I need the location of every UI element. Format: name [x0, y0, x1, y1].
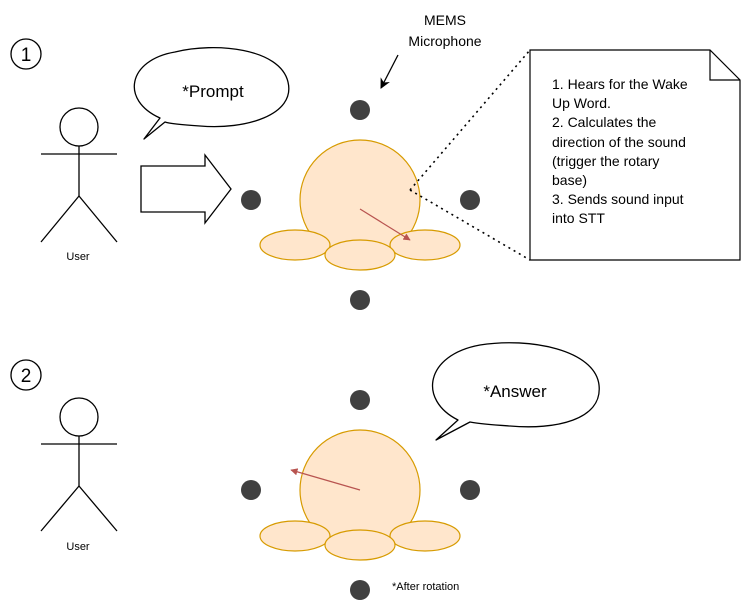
note-line-2: Up Word.	[552, 95, 611, 111]
scene-2: 2 User *Answer *After rotation	[10, 342, 600, 600]
user-figure-1	[40, 107, 118, 243]
step-2-number: 2	[21, 366, 32, 387]
input-block-arrow	[140, 153, 232, 225]
mic-pointer-arrow	[380, 54, 399, 89]
note-line-4: direction of the sound	[552, 134, 686, 150]
mic-dot-bottom-1	[350, 290, 370, 310]
prompt-bubble: *Prompt	[133, 47, 290, 140]
mic-label-line2: Microphone	[408, 33, 481, 49]
note-line-5: (trigger the rotary	[552, 153, 659, 169]
note-line-7: 3. Sends sound input	[552, 191, 684, 207]
sound-direction-arrow-1	[359, 208, 411, 241]
mic-dot-bottom-2	[350, 580, 370, 600]
scene-1: 1 User *Prompt MEMS Microphone	[10, 12, 741, 310]
note-line-1: 1. Hears for the Wake	[552, 76, 688, 92]
user-label-1: User	[66, 251, 90, 263]
sound-direction-arrow-2	[290, 468, 361, 491]
callout-line-bottom	[409, 189, 531, 261]
note-line-3: 2. Calculates the	[552, 114, 656, 130]
mic-label-line1: MEMS	[424, 12, 466, 28]
mic-dot-right-1	[460, 190, 480, 210]
answer-bubble: *Answer	[432, 342, 600, 441]
prompt-bubble-text: *Prompt	[182, 82, 244, 101]
mic-dot-top-1	[350, 100, 370, 120]
mic-dot-left-2	[241, 480, 261, 500]
callout-line-top	[409, 49, 531, 191]
step-1-number: 1	[21, 45, 32, 66]
mic-dot-right-2	[460, 480, 480, 500]
after-rotation-note: *After rotation	[392, 581, 459, 593]
mic-dot-top-2	[350, 390, 370, 410]
mic-dot-left-1	[241, 190, 261, 210]
note-line-6: base)	[552, 172, 587, 188]
process-note: 1. Hears for the Wake Up Word. 2. Calcul…	[529, 49, 741, 261]
device-body-2	[259, 429, 461, 561]
step-1-marker: 1	[10, 38, 42, 70]
user-figure-2	[40, 397, 118, 532]
answer-bubble-text: *Answer	[483, 382, 547, 401]
device-body-1	[259, 139, 461, 271]
user-label-2: User	[66, 541, 90, 553]
step-2-marker: 2	[10, 359, 42, 391]
note-line-8: into STT	[552, 210, 605, 226]
